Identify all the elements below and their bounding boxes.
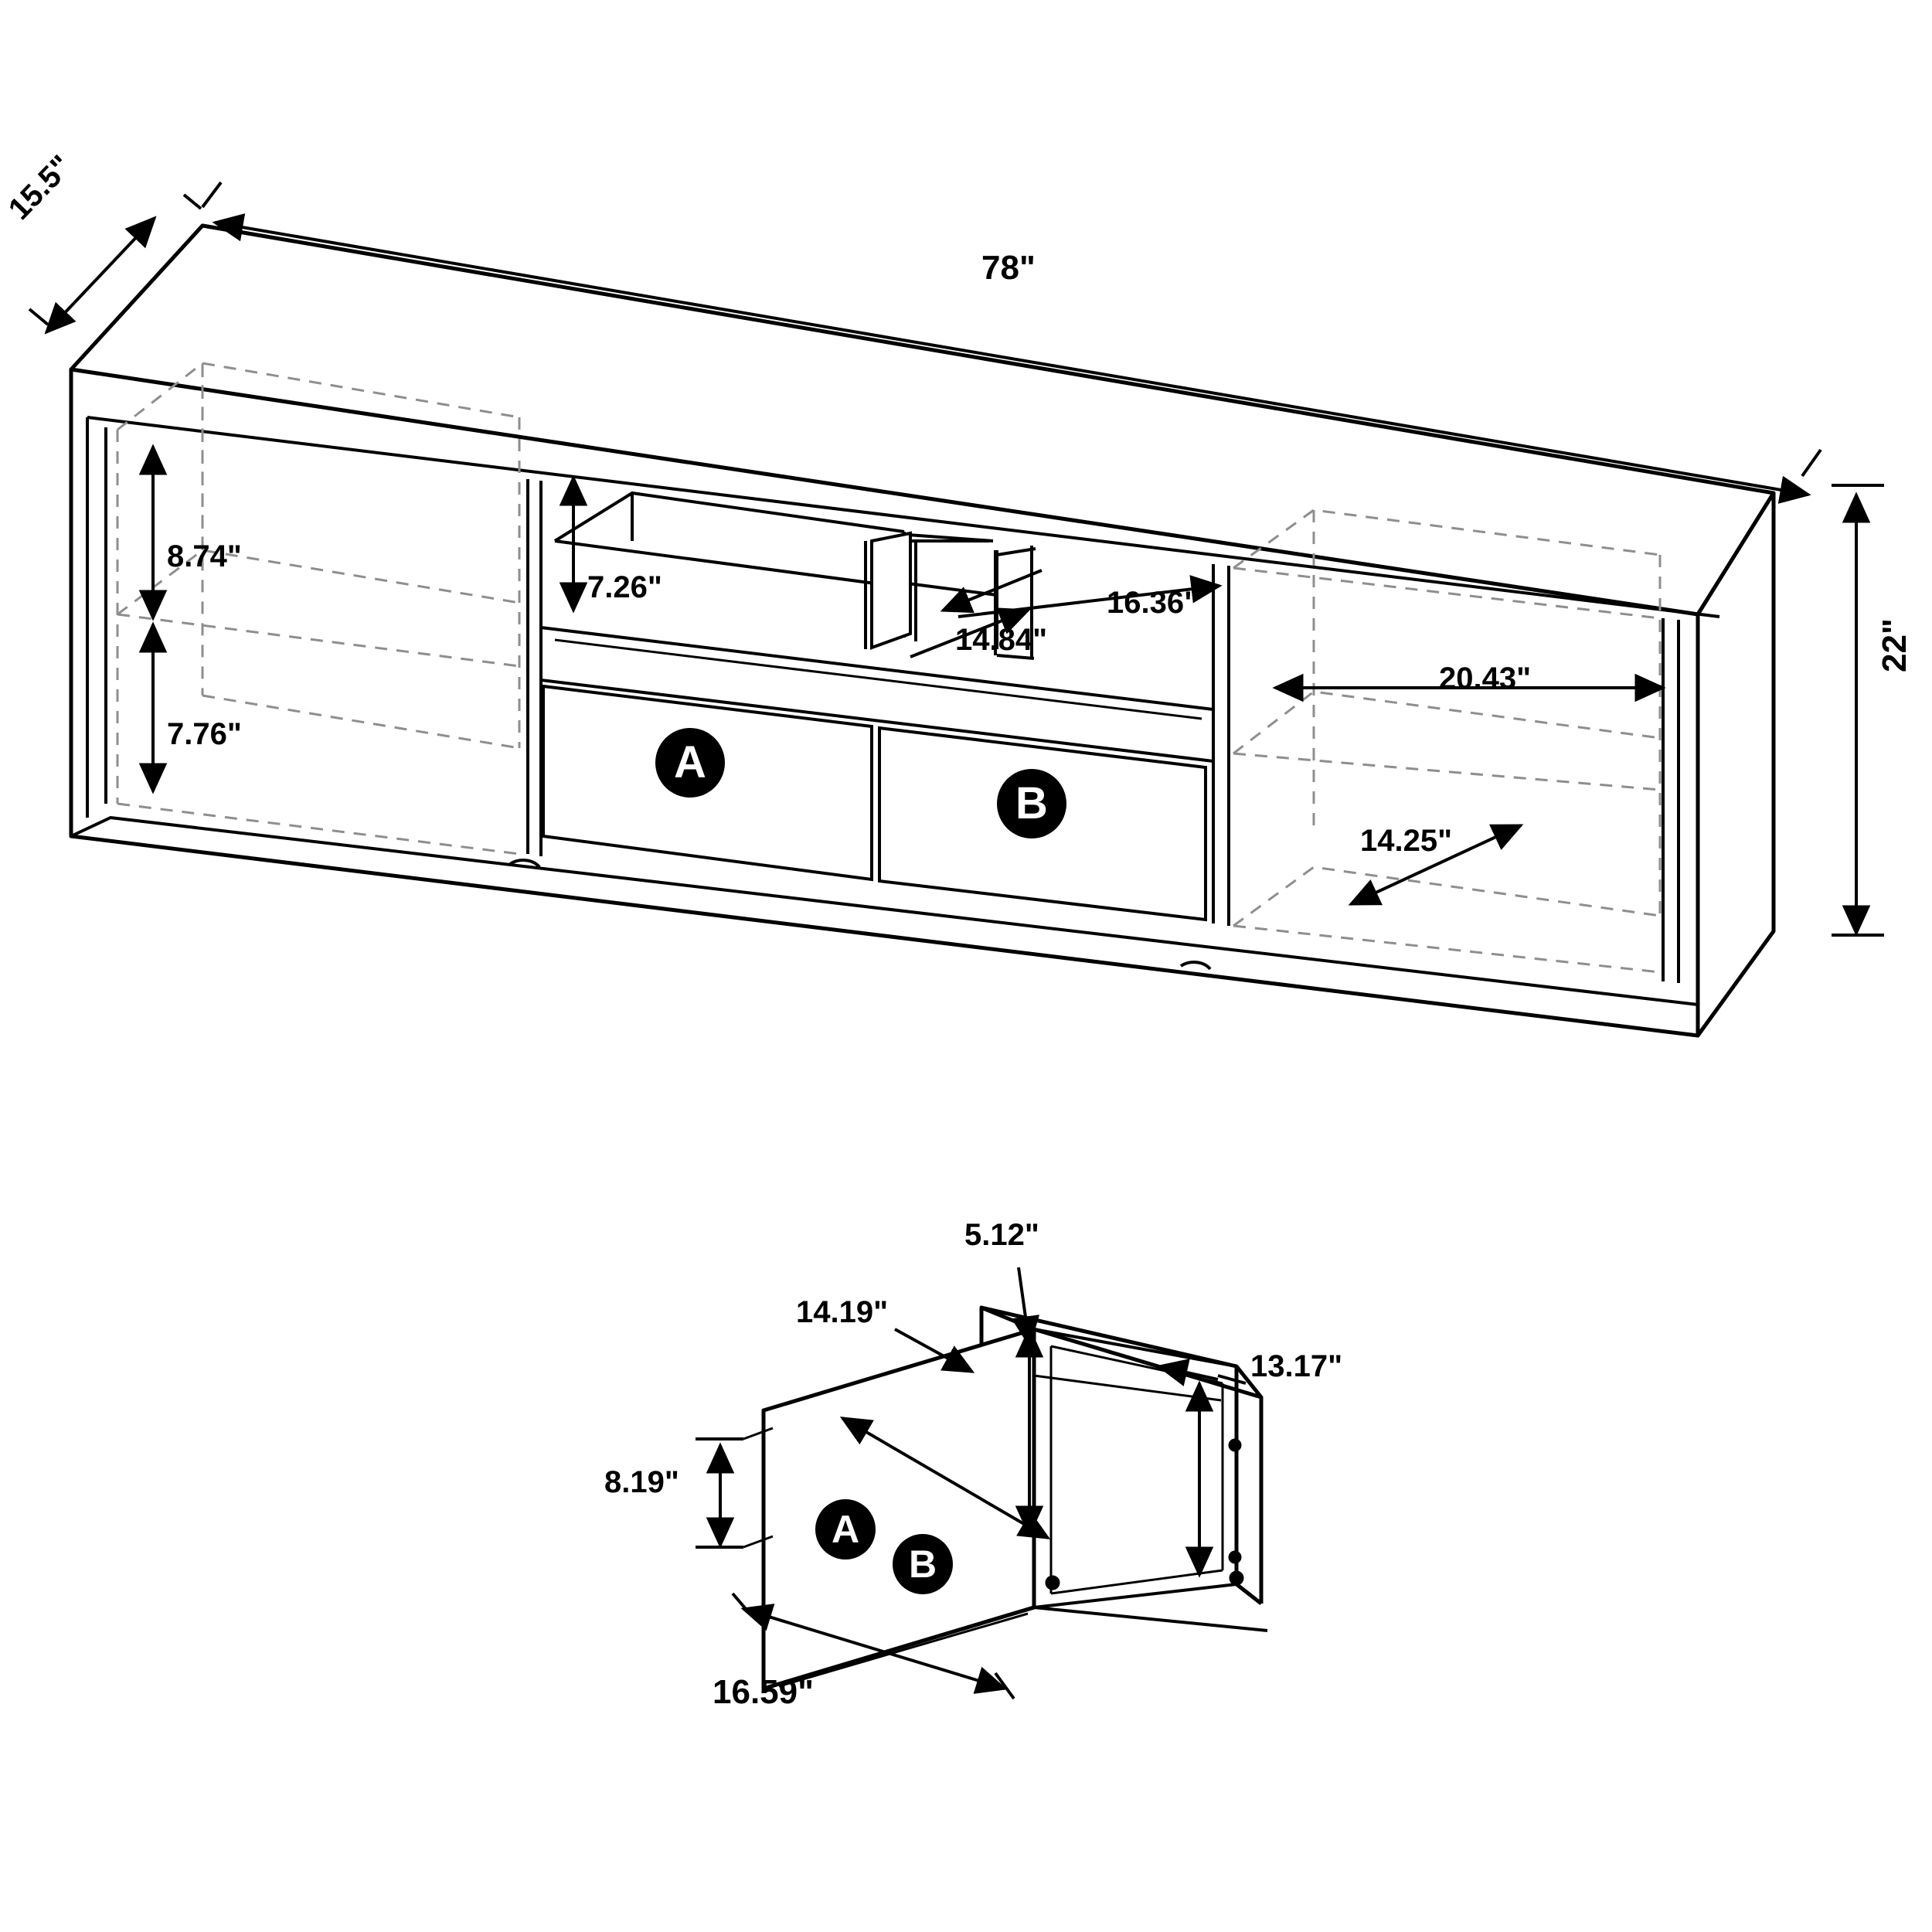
dim-center-opening-width-inner: 14.84" bbox=[955, 623, 1048, 657]
dim-drawer-inner-width: 14.19" bbox=[796, 1295, 889, 1329]
main-dimension-lines bbox=[28, 181, 1884, 937]
badge-drawer-b-main: B bbox=[997, 769, 1066, 838]
drawer-dimension-lines bbox=[696, 1267, 1247, 1700]
dim-drawer-inner-depth: 5.12" bbox=[964, 1218, 1039, 1252]
dim-overall-width: 78" bbox=[981, 249, 1036, 287]
dim-drawer-front-width: 16.59" bbox=[713, 1673, 814, 1711]
dim-center-opening-width: 16.36" bbox=[1107, 586, 1199, 620]
console-interior-detail bbox=[86, 360, 1720, 983]
badge-drawer-b-detail: B bbox=[893, 1534, 953, 1594]
drawer-detail-geometry bbox=[761, 1305, 1268, 1691]
console-body-outline bbox=[69, 223, 1776, 1038]
dim-right-opening-depth: 14.25" bbox=[1360, 824, 1453, 858]
dim-overall-height: 22" bbox=[1876, 618, 1913, 672]
badge-drawer-a-main: A bbox=[655, 728, 725, 798]
dim-center-opening-height: 7.26" bbox=[587, 570, 662, 604]
badge-drawer-a-detail: A bbox=[815, 1499, 876, 1560]
dim-right-opening-width: 20.43" bbox=[1439, 662, 1532, 696]
dim-drawer-front-height: 8.19" bbox=[604, 1465, 679, 1499]
dim-left-upper-opening-height: 8.74" bbox=[167, 539, 242, 573]
dim-drawer-side-length: 13.17" bbox=[1250, 1349, 1343, 1383]
dim-left-lower-opening-height: 7.76" bbox=[167, 717, 242, 751]
